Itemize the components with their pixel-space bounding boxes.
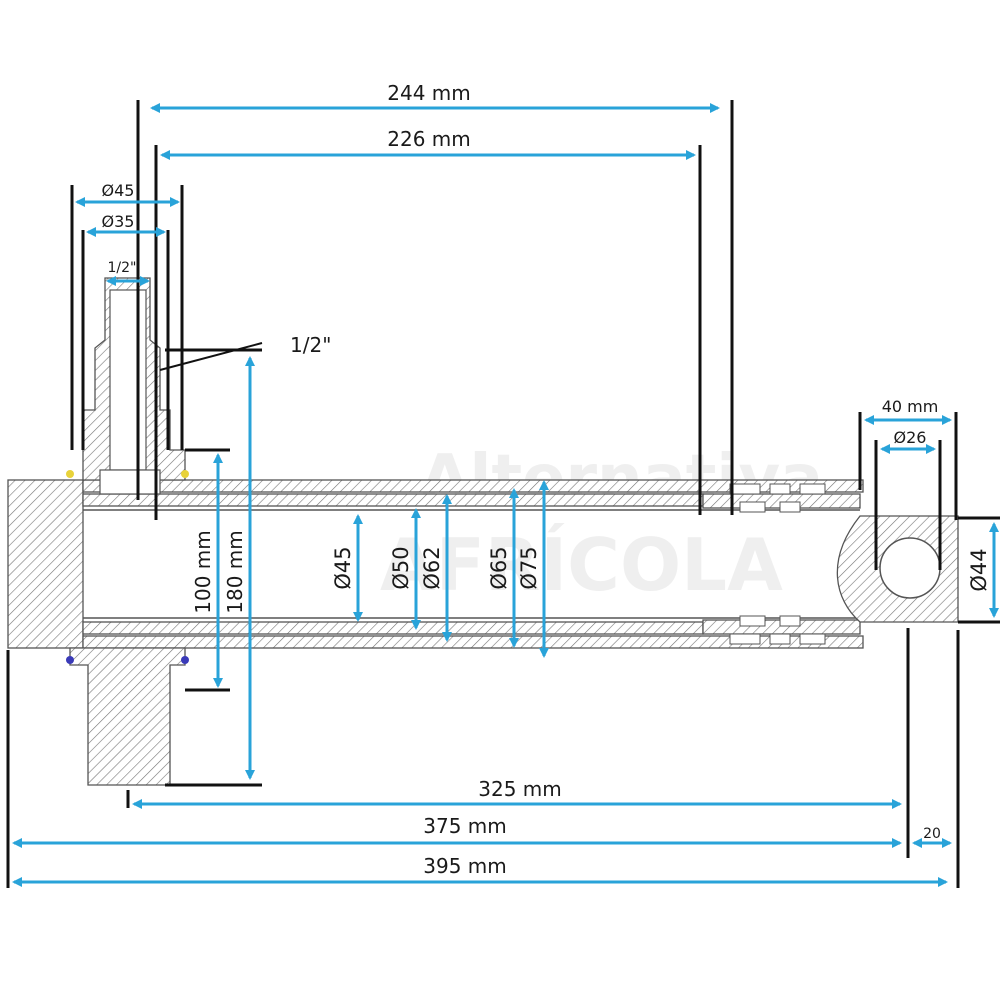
pin-bore xyxy=(879,537,941,599)
label-d44: Ø44 xyxy=(967,548,991,591)
label-395: 395 mm xyxy=(423,854,507,878)
label-half-inch-top: 1/2" xyxy=(108,260,137,276)
label-inner-d62: Ø62 xyxy=(420,546,444,589)
seal-top-right xyxy=(181,470,189,478)
label-d35-top: Ø35 xyxy=(102,212,135,231)
label-180: 180 mm xyxy=(223,530,247,614)
label-20: 20 xyxy=(923,826,941,842)
left-end-cap xyxy=(7,479,84,649)
label-d26: Ø26 xyxy=(894,428,927,447)
coupling-threads xyxy=(702,483,861,645)
inner-tube-top-wall xyxy=(82,493,704,507)
outer-tube-top-wall xyxy=(82,479,864,493)
outer-tube-bottom-wall xyxy=(82,635,864,649)
label-inner-d45: Ø45 xyxy=(331,546,355,589)
label-244: 244 mm xyxy=(387,81,471,105)
label-375: 375 mm xyxy=(423,814,507,838)
seal-bottom-right xyxy=(181,656,189,664)
label-40: 40 mm xyxy=(882,397,939,416)
part-section xyxy=(7,277,959,786)
label-inner-d75: Ø75 xyxy=(517,546,541,589)
dimension-arrows xyxy=(12,103,999,887)
label-d45-top: Ø45 xyxy=(102,181,135,200)
dimension-labels: 244 mm 226 mm Ø45 Ø35 1/2" 1/2" 100 mm 1… xyxy=(102,81,991,878)
seal-bottom-left xyxy=(66,656,74,664)
label-inner-d65: Ø65 xyxy=(487,546,511,589)
seal-top-left xyxy=(66,470,74,478)
extension-lines xyxy=(6,100,1000,888)
bottom-mount xyxy=(69,647,186,786)
inner-tube-bottom-wall xyxy=(82,621,704,635)
label-100: 100 mm xyxy=(191,530,215,614)
label-half-inch-side: 1/2" xyxy=(290,333,331,357)
label-325: 325 mm xyxy=(478,777,562,801)
label-inner-d50: Ø50 xyxy=(389,546,413,589)
label-226: 226 mm xyxy=(387,127,471,151)
